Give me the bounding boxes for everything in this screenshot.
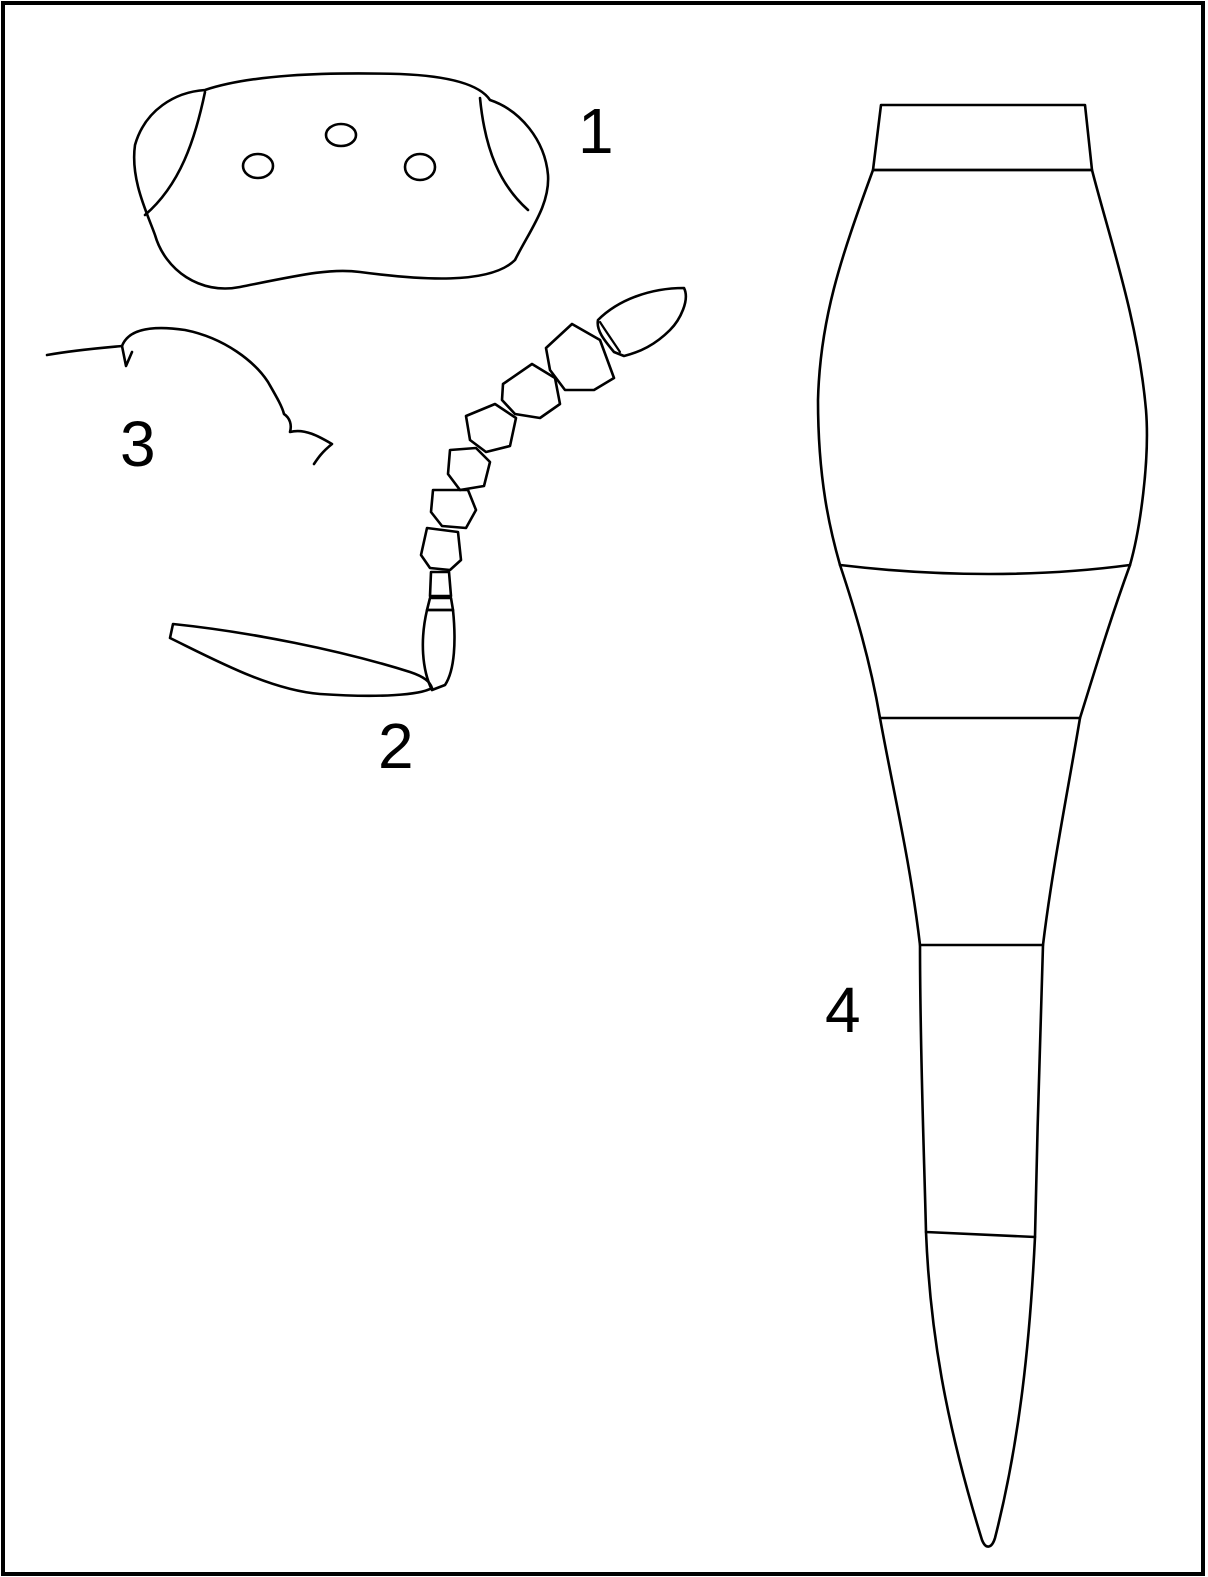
antenna-pedicel (423, 610, 455, 690)
antenna-segment-5 (421, 528, 461, 570)
antenna-segment-10 (546, 324, 614, 390)
figure-label-1: 1 (578, 95, 614, 167)
figure-label-2: 2 (378, 710, 414, 782)
gaster-segment-4 (880, 718, 1080, 945)
gaster-segment-3 (840, 565, 1130, 718)
antenna-segment-6 (431, 490, 476, 528)
figure-1-head (134, 73, 548, 288)
gaster-segment-1 (873, 105, 1092, 170)
profile-outline (47, 328, 332, 464)
profile-notch (122, 346, 132, 366)
head-outline (134, 73, 548, 288)
gaster-segment-2 (818, 170, 1147, 574)
left-ocellus (243, 154, 273, 178)
right-eye-margin (480, 98, 528, 210)
median-ocellus (326, 124, 356, 146)
antenna-segment-3 (427, 598, 453, 610)
right-ocellus (405, 154, 435, 180)
gaster-segment-5 (920, 945, 1043, 1237)
figure-4-gaster (818, 105, 1147, 1547)
figure-3-outline (47, 328, 332, 464)
antenna-scape (170, 624, 432, 696)
figure-2-antenna (170, 288, 686, 696)
gaster-tip (926, 1232, 1035, 1547)
antenna-segment-7 (448, 448, 490, 490)
antenna-segment-8 (466, 404, 516, 452)
antenna-club (598, 288, 686, 356)
figure-label-4: 4 (825, 974, 861, 1046)
antenna-segment-4 (430, 572, 451, 596)
left-eye-margin (145, 92, 205, 215)
plate-frame (3, 3, 1203, 1574)
figure-label-3: 3 (120, 408, 156, 480)
